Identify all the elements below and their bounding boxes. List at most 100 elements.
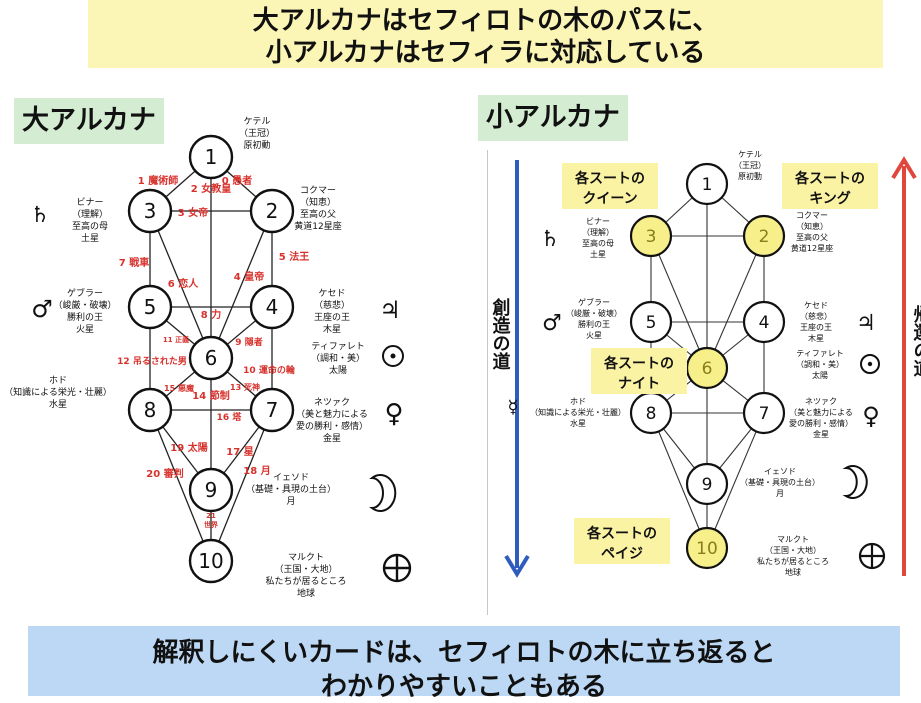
left-sephira-8-number: 8 <box>144 398 157 422</box>
left-label-chesed-line-3: 王座の王 <box>314 311 350 323</box>
left-path-label-9: 9 隠者 <box>235 336 262 348</box>
right-label-chesed-line-2: （慈悲） <box>800 311 832 321</box>
right-label-chokmah-line-3: 至高の父 <box>796 232 828 242</box>
footer-banner: 解釈しにくいカードは、セフィロトの木に立ち返ると わかりやすいこともある <box>28 626 900 696</box>
left-label-keter-line-2: （王冠） <box>239 128 275 139</box>
left-label-binah-line-3: 至高の母 <box>72 220 108 232</box>
right-label-chesed-line-1: ケセド <box>804 301 828 310</box>
left-label-chesed-line-4: 木星 <box>323 323 341 335</box>
left-label-chokmah-line-1: コクマー <box>300 185 336 196</box>
right-sun-icon-dot <box>868 362 872 366</box>
left-venus-icon: ♀ <box>384 399 403 429</box>
right-sephira-2-number: 2 <box>759 227 770 247</box>
left-label-hod-line-1: ホド <box>49 375 67 386</box>
right-sephira-9-number: 9 <box>702 475 713 495</box>
right-saturn-icon: ♄ <box>540 227 560 252</box>
left-path-label-2: 2 女教皇 <box>191 182 231 195</box>
right-label-binah-line-3: 至高の母 <box>582 238 614 248</box>
left-path-label-21-num: 21 <box>206 512 216 520</box>
left-jupiter-icon: ♃ <box>379 296 401 324</box>
creation-path-label: 創造の道 <box>490 297 512 370</box>
left-label-malkuth-line-2: （王国・大地） <box>274 563 337 575</box>
left-path-label-20: 20 審判 <box>146 467 183 480</box>
left-label-chesed-line-1: ケセド <box>318 288 345 299</box>
callout-king-line-1: 各スートの <box>794 170 865 187</box>
left-saturn-icon: ♄ <box>30 203 50 228</box>
right-label-geburah-line-1: ゲブラー <box>578 297 610 307</box>
left-path-label-4: 4 皇帝 <box>234 270 264 283</box>
left-path-label-8: 8 力 <box>201 308 221 321</box>
left-path-label-1: 1 魔術師 <box>138 174 178 187</box>
right-sephira-8-number: 8 <box>646 404 657 424</box>
right-label-binah-line-2: （理解） <box>582 227 614 237</box>
right-venus-icon: ♀ <box>862 402 880 430</box>
right-label-keter-line-3: 原初動 <box>738 171 762 181</box>
right-label-chokmah-line-4: 黄道12星座 <box>791 243 833 253</box>
left-label-netzach-line-4: 金星 <box>323 432 341 444</box>
right-label-malkuth-line-1: マルクト <box>777 535 809 544</box>
left-path-label-19: 19 太陽 <box>170 441 207 454</box>
left-label-tiphareth-line-1: ティファレト <box>311 341 364 352</box>
right-label-malkuth-line-3: 私たちが居るところ <box>757 556 829 566</box>
right-jupiter-icon: ♃ <box>856 311 876 336</box>
right-path-line-2-6 <box>707 236 764 368</box>
right-label-netzach-line-1: ネツァク <box>805 397 837 406</box>
right-label-keter-line-2: （王冠） <box>734 161 766 170</box>
left-label-geburah-line-4: 火星 <box>76 324 94 335</box>
callout-king-line-2: キング <box>809 190 851 207</box>
sephirot-diagram: 12345678910ケテル（王冠）原初動コクマー（知恵）至高の父黄道12星座ビ… <box>0 0 921 685</box>
right-label-tiphareth-line-2: （調和・美） <box>796 359 844 369</box>
right-moon-icon <box>846 466 867 498</box>
left-label-malkuth-line-1: マルクト <box>288 552 324 563</box>
left-path-label-17: 17 星 <box>226 446 253 458</box>
left-mars-icon: ♂ <box>31 295 53 323</box>
left-sephira-9-number: 9 <box>205 478 218 502</box>
left-label-tiphareth-line-2: （調和・美） <box>311 352 365 364</box>
left-sephira-1-number: 1 <box>205 145 218 169</box>
left-path-label-21-name: 世界 <box>204 520 219 529</box>
left-label-hod-line-2: （知識による栄光・壮麗） <box>4 386 112 398</box>
left-path-label-15: 15 悪魔 <box>164 383 194 393</box>
return-path-label: 帰還の道 <box>911 305 921 377</box>
left-moon-icon <box>372 475 395 511</box>
callout-page-line-2: ペイジ <box>601 546 643 562</box>
left-label-netzach-line-1: ネツァク <box>314 397 350 408</box>
left-sephira-6-number: 6 <box>205 346 218 370</box>
left-path-label-12: 12 吊るされた男 <box>117 356 187 367</box>
left-label-yesod-line-2: （基礎・具現の土台） <box>246 483 336 495</box>
right-label-netzach-line-3: 愛の勝利・感情） <box>789 418 853 428</box>
callout-queen-line-2: クイーン <box>582 191 637 207</box>
left-path-label-14: 14 節制 <box>192 389 229 402</box>
right-label-malkuth-line-2: （王国・大地） <box>765 545 821 555</box>
left-label-chesed-line-2: （慈悲） <box>314 299 350 311</box>
footer-line-1: 解釈しにくいカードは、セフィロトの木に立ち返ると <box>28 632 900 669</box>
left-label-yesod-line-3: 月 <box>286 496 295 507</box>
right-sephira-3-number: 3 <box>646 227 657 247</box>
right-label-hod-line-2: （知識による栄光・壮麗） <box>530 407 626 417</box>
right-label-geburah-line-2: （峻厳・破壊） <box>566 308 622 318</box>
left-sephira-2-number: 2 <box>266 199 279 223</box>
left-path-label-18: 18 月 <box>243 465 270 477</box>
left-path-label-13: 13 死神 <box>230 382 260 392</box>
left-label-binah-line-1: ビナー <box>76 197 103 208</box>
right-sephira-6-number: 6 <box>702 359 713 379</box>
left-path-line-2-6 <box>211 211 272 358</box>
left-label-hod-line-3: 水星 <box>49 398 67 410</box>
left-sephira-5-number: 5 <box>144 295 157 319</box>
right-label-yesod-line-1: イェソド <box>764 467 796 476</box>
right-mars-icon: ♂ <box>542 311 562 336</box>
left-label-malkuth-line-3: 私たちが居るところ <box>265 575 346 587</box>
left-label-chokmah-line-4: 黄道12星座 <box>294 220 341 232</box>
right-label-malkuth-line-4: 地球 <box>785 567 801 577</box>
callout-knight-line-2: ナイト <box>618 376 660 392</box>
right-label-chokmah-line-1: コクマー <box>796 211 828 220</box>
right-label-hod-line-3: 水星 <box>570 418 586 428</box>
callout-knight-line-1: 各スートの <box>603 355 674 372</box>
right-label-chesed-line-3: 王座の王 <box>800 322 832 332</box>
right-label-tiphareth-line-3: 太陽 <box>812 370 828 380</box>
right-label-binah-line-4: 土星 <box>590 249 606 259</box>
right-label-hod-line-1: ホド <box>570 397 586 406</box>
right-sephira-10-number: 10 <box>696 539 718 559</box>
right-sephira-4-number: 4 <box>759 313 770 333</box>
left-label-geburah-line-1: ゲブラー <box>67 287 103 299</box>
